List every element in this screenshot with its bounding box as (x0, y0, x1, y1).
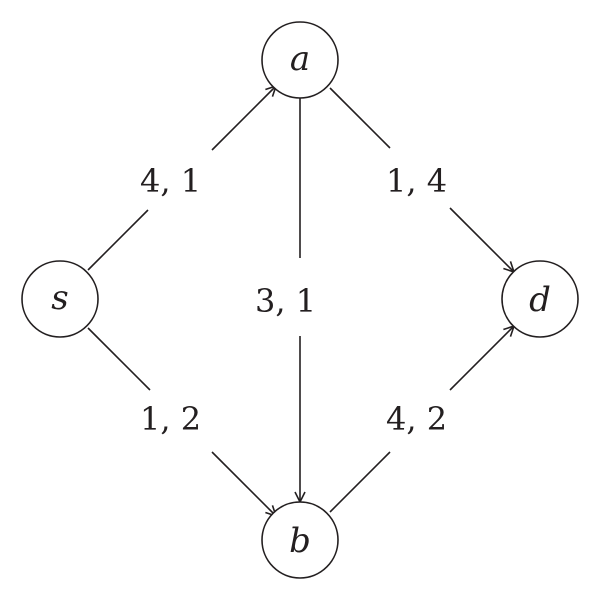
edge-b-d-line-end (449, 326, 514, 391)
edge-a-b: 3, 1 (255, 98, 316, 502)
node-b-label: b (289, 521, 311, 561)
edge-s-a-label: 4, 1 (140, 162, 201, 200)
edge-a-d-line-start (329, 87, 391, 149)
edge-a-d-label: 1, 4 (386, 162, 447, 200)
edge-b-d-line-start (329, 451, 391, 513)
node-d-label: d (529, 280, 551, 320)
node-s-label: s (51, 278, 68, 318)
edge-s-b-line-end (211, 451, 276, 516)
node-d-circle (501, 260, 579, 338)
edge-s-b: 1, 2 (87, 327, 276, 516)
edge-s-a-line-end (211, 86, 276, 151)
edge-s-a-line-start (87, 209, 149, 271)
edge-s-b-label: 1, 2 (140, 400, 201, 438)
edge-a-d: 1, 4 (329, 87, 514, 272)
edge-b-d-label: 4, 2 (386, 400, 447, 438)
node-b: b (261, 501, 339, 579)
node-d: d (501, 260, 579, 338)
node-a-label: a (290, 39, 310, 79)
node-a: a (261, 21, 339, 99)
node-a-circle (261, 21, 339, 99)
edge-b-d: 4, 2 (329, 326, 514, 513)
node-s-circle (21, 260, 99, 338)
node-s: s (21, 260, 99, 338)
edge-a-b-label: 3, 1 (255, 282, 316, 320)
node-b-circle (261, 501, 339, 579)
edge-s-b-line-start (87, 327, 151, 391)
edge-s-a: 4, 1 (87, 86, 276, 271)
edge-a-d-line-end (449, 207, 514, 272)
